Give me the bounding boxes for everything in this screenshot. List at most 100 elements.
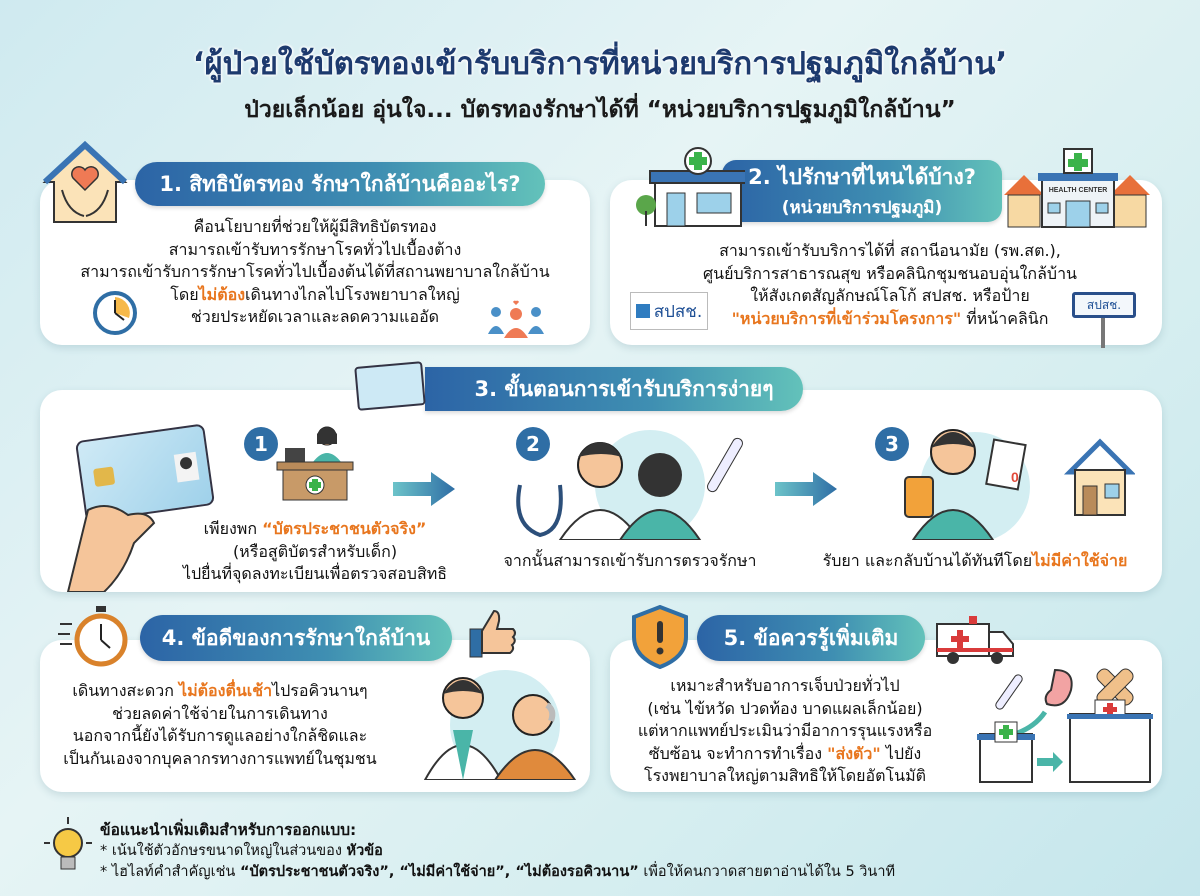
clock-icon [93, 291, 137, 335]
text: เดินทางสะดวก [72, 681, 180, 700]
highlight-text: "หน่วยบริการที่เข้าร่วมโครงการ" [731, 308, 962, 328]
nhso-logo: สปสช. [630, 292, 708, 330]
step-3-number: 3 [875, 427, 909, 461]
text: คือนโยบายที่ช่วยให้ผู้มีสิทธิบัตรทอง [193, 217, 437, 236]
house-heart-hands-icon [42, 140, 128, 223]
body-line: สามารถเข้ารับการรักษาโรคทั่วไปเบื้องต้นไ… [45, 261, 585, 284]
text: เดินทางไกลไปโรงพยาบาลใหญ่ [245, 284, 460, 304]
section-1-heading-text: 1. สิทธิบัตรทอง รักษาใกล้บ้านคืออะไร? [159, 171, 521, 196]
body-line: ให้สังเกตสัญลักษณ์โลโก้ สปสช. หรือป้าย [640, 285, 1140, 308]
lightbulb-icon [44, 817, 92, 870]
id-card-icon [354, 361, 426, 411]
step-1-number: 1 [244, 427, 278, 461]
section-4-heading: 4. ข้อดีของการรักษาใกล้บ้าน [140, 615, 452, 661]
section-1-body: คือนโยบายที่ช่วยให้ผู้มีสิทธิบัตรทอง สาม… [45, 216, 585, 329]
body-line: (หรือสูติบัตรสำหรับเด็ก) [170, 541, 460, 564]
text: ศูนย์บริการสาธารณสุข หรือคลินิกชุมชนอบอุ… [703, 263, 1077, 283]
highlight-text: ไม่ต้อง [198, 284, 246, 304]
body-line: ซับซ้อน จะทำการทำเรื่อง "ส่งตัว" ไปยัง [615, 743, 955, 766]
text: ไปยื่นที่จุดลงทะเบียนเพื่อตรวจสอบสิทธิ [182, 564, 448, 583]
text: ให้สังเกตสัญลักษณ์โลโก้ สปสช. หรือป้าย [750, 286, 1030, 305]
tips-heading: ข้อแนะนำเพิ่มเติมสำหรับการออกแบบ: [100, 821, 357, 839]
body-line: (เช่น ไข้หวัด ปวดท้อง บาดแผลเล็กน้อย) [615, 698, 955, 721]
ambulance-icon [936, 616, 1014, 664]
text: ที่หน้าคลินิก [961, 308, 1049, 328]
body-line: ช่วยประหยัดเวลาและลดความแออัด [45, 306, 585, 329]
text: เพื่อให้คนกวาดสายตาอ่านได้ใน 5 วินาที [638, 864, 896, 880]
text: ไปยัง [880, 743, 922, 763]
body-line: เดินทางสะดวก ไม่ต้องตื่นเช้าไปรอคิวนานๆ [55, 680, 385, 703]
health-center-sign: HEALTH CENTER [1049, 187, 1108, 194]
section-5-heading: 5. ข้อควรรู้เพิ่มเติม [697, 615, 925, 661]
body-line: ไปยื่นที่จุดลงทะเบียนเพื่อตรวจสอบสิทธิ [170, 563, 460, 586]
text: เพียงพก [203, 519, 263, 538]
hand-icon [66, 505, 156, 592]
tip-line: * ไฮไลท์คำสำคัญเช่น “บัตรประชาชนตัวจริง”… [100, 862, 1160, 883]
text: โดย [170, 284, 199, 304]
arrow-right-icon [775, 472, 837, 506]
section-2-subheading: (หน่วยบริการปฐมภูมิ) [781, 198, 943, 218]
community-people-icon [488, 300, 544, 338]
text: สามารถเข้ารับการรักษาโรคทั่วไปเบื้องต้นไ… [80, 262, 550, 281]
tip-line: * เน้นใช้ตัวอักษรขนาดใหญ่ในส่วนของ หัวข้… [100, 841, 1160, 862]
body-line: เพียงพก “บัตรประชาชนตัวจริง” [170, 518, 460, 541]
body-line: คือนโยบายที่ช่วยให้ผู้มีสิทธิบัตรทอง [45, 216, 585, 239]
text: ช่วยประหยัดเวลาและลดความแออัด [190, 307, 440, 326]
step-2-number: 2 [516, 427, 550, 461]
section-4-heading-text: 4. ข้อดีของการรักษาใกล้บ้าน [161, 625, 431, 650]
text: หัวข้อ [346, 843, 383, 859]
highlight-text: ไม่ต้องตื่นเช้า [179, 681, 273, 700]
text: เป็นกันเองจากบุคลากรทางการแพทย์ในชุมชน [63, 748, 377, 768]
section-1-heading: 1. สิทธิบัตรทอง รักษาใกล้บ้านคืออะไร? [135, 162, 545, 206]
body-line: โรงพยาบาลใหญ่ตามสิทธิให้โดยอัตโนมัติ [615, 765, 955, 788]
body-line: นอกจากนี้ยังได้รับการดูแลอย่างใกล้ชิดและ [55, 725, 385, 748]
doctor-elderly-patient-icon [423, 670, 577, 780]
body-line: สามารถเข้ารับบริการได้ที่ สถานีอนามัย (ร… [640, 240, 1140, 263]
section-4-body: เดินทางสะดวก ไม่ต้องตื่นเช้าไปรอคิวนานๆ … [55, 680, 385, 770]
design-tips: ข้อแนะนำเพิ่มเติมสำหรับการออกแบบ: * เน้น… [100, 820, 1160, 883]
body-line: โดยไม่ต้องเดินทางไกลไปโรงพยาบาลใหญ่ [45, 284, 585, 307]
text: รับยา และกลับบ้านได้ทันทีโดย [822, 551, 1033, 570]
step-2-text: จากนั้นสามารถเข้ารับการตรวจรักษา [470, 550, 790, 573]
receipt-amount: 0 [1011, 469, 1019, 485]
text: สามารถเข้ารับบริการได้ที่ สถานีอนามัย (ร… [719, 241, 1061, 260]
step-3-text: รับยา และกลับบ้านได้ทันทีโดยไม่มีค่าใช้จ… [805, 550, 1145, 573]
text: สปสช. [653, 301, 703, 322]
body-line: เป็นกันเองจากบุคลากรทางการแพทย์ในชุมชน [55, 748, 385, 771]
body-line: ศูนย์บริการสาธารณสุข หรือคลินิกชุมชนอบอุ… [640, 263, 1140, 286]
text: สามารถเข้ารับทารรักษาโรคทั่วไปเบื้องต้าง [168, 239, 462, 259]
text: (เช่น ไข้หวัด ปวดท้อง บาดแผลเล็กน้อย) [647, 698, 923, 718]
nhso-sign: สปสช. [1072, 292, 1136, 318]
section-5-heading-text: 5. ข้อควรรู้เพิ่มเติม [723, 625, 899, 650]
referral-hospitals-icon [977, 668, 1153, 783]
nhso-logo-mark-icon [635, 304, 650, 318]
reception-desk-icon [276, 426, 354, 501]
body-line: ช่วยลดค่าใช้จ่ายในการเดินทาง [55, 703, 385, 726]
sign-pole [1101, 310, 1105, 348]
text: “บัตรประชาชนตัวจริง”, “ไม่มีค่าใช้จ่าย”,… [239, 864, 639, 880]
highlight-text: “บัตรประชาชนตัวจริง” [262, 519, 427, 538]
clinic-building-icon [636, 147, 745, 227]
body-line: เหมาะสำหรับอาการเจ็บป่วยทั่วไป [615, 675, 955, 698]
text: (หรือสูติบัตรสำหรับเด็ก) [232, 541, 398, 561]
highlight-text: ไม่มีค่าใช้จ่าย [1032, 551, 1128, 570]
text: สปสช. [1086, 297, 1122, 312]
page-title: ‘ผู้ป่วยใช้บัตรทองเข้ารับบริการที่หน่วยบ… [192, 46, 1008, 82]
text: ซับซ้อน จะทำการทำเรื่อง [648, 743, 828, 763]
body-line: สามารถเข้ารับทารรักษาโรคทั่วไปเบื้องต้าง [45, 239, 585, 262]
text: นอกจากนี้ยังได้รับการดูแลอย่างใกล้ชิดและ [72, 726, 368, 745]
health-center-buildings-icon: HEALTH CENTER [1004, 148, 1150, 228]
body-line: "หน่วยบริการที่เข้าร่วมโครงการ" ที่หน้าค… [640, 308, 1140, 331]
section-3-heading: 3. ขั้นตอนการเข้ารับบริการง่ายๆ [425, 367, 803, 411]
stopwatch-icon [58, 606, 128, 667]
text: * เน้นใช้ตัวอักษรขนาดใหญ่ในส่วนของ [100, 843, 347, 859]
text: ช่วยลดค่าใช้จ่ายในการเดินทาง [112, 703, 328, 723]
thumbs-up-icon [469, 609, 516, 658]
text: แต่หากแพทย์ประเมินว่ามีอาการรุนแรงหรือ [637, 721, 933, 740]
section-2-body: สามารถเข้ารับบริการได้ที่ สถานีอนามัย (ร… [640, 240, 1140, 330]
arrow-right-icon [393, 472, 455, 506]
text: เหมาะสำหรับอาการเจ็บป่วยทั่วไป [670, 676, 900, 695]
section-2-heading: 2. ไปรักษาที่ไหนได้บ้าง? (หน่วยบริการปฐม… [722, 160, 1002, 222]
page-subtitle: ป่วยเล็กน้อย อุ่นใจ... บัตรทองรักษาได้ที… [244, 97, 956, 123]
doctor-patient-icon [516, 430, 743, 540]
